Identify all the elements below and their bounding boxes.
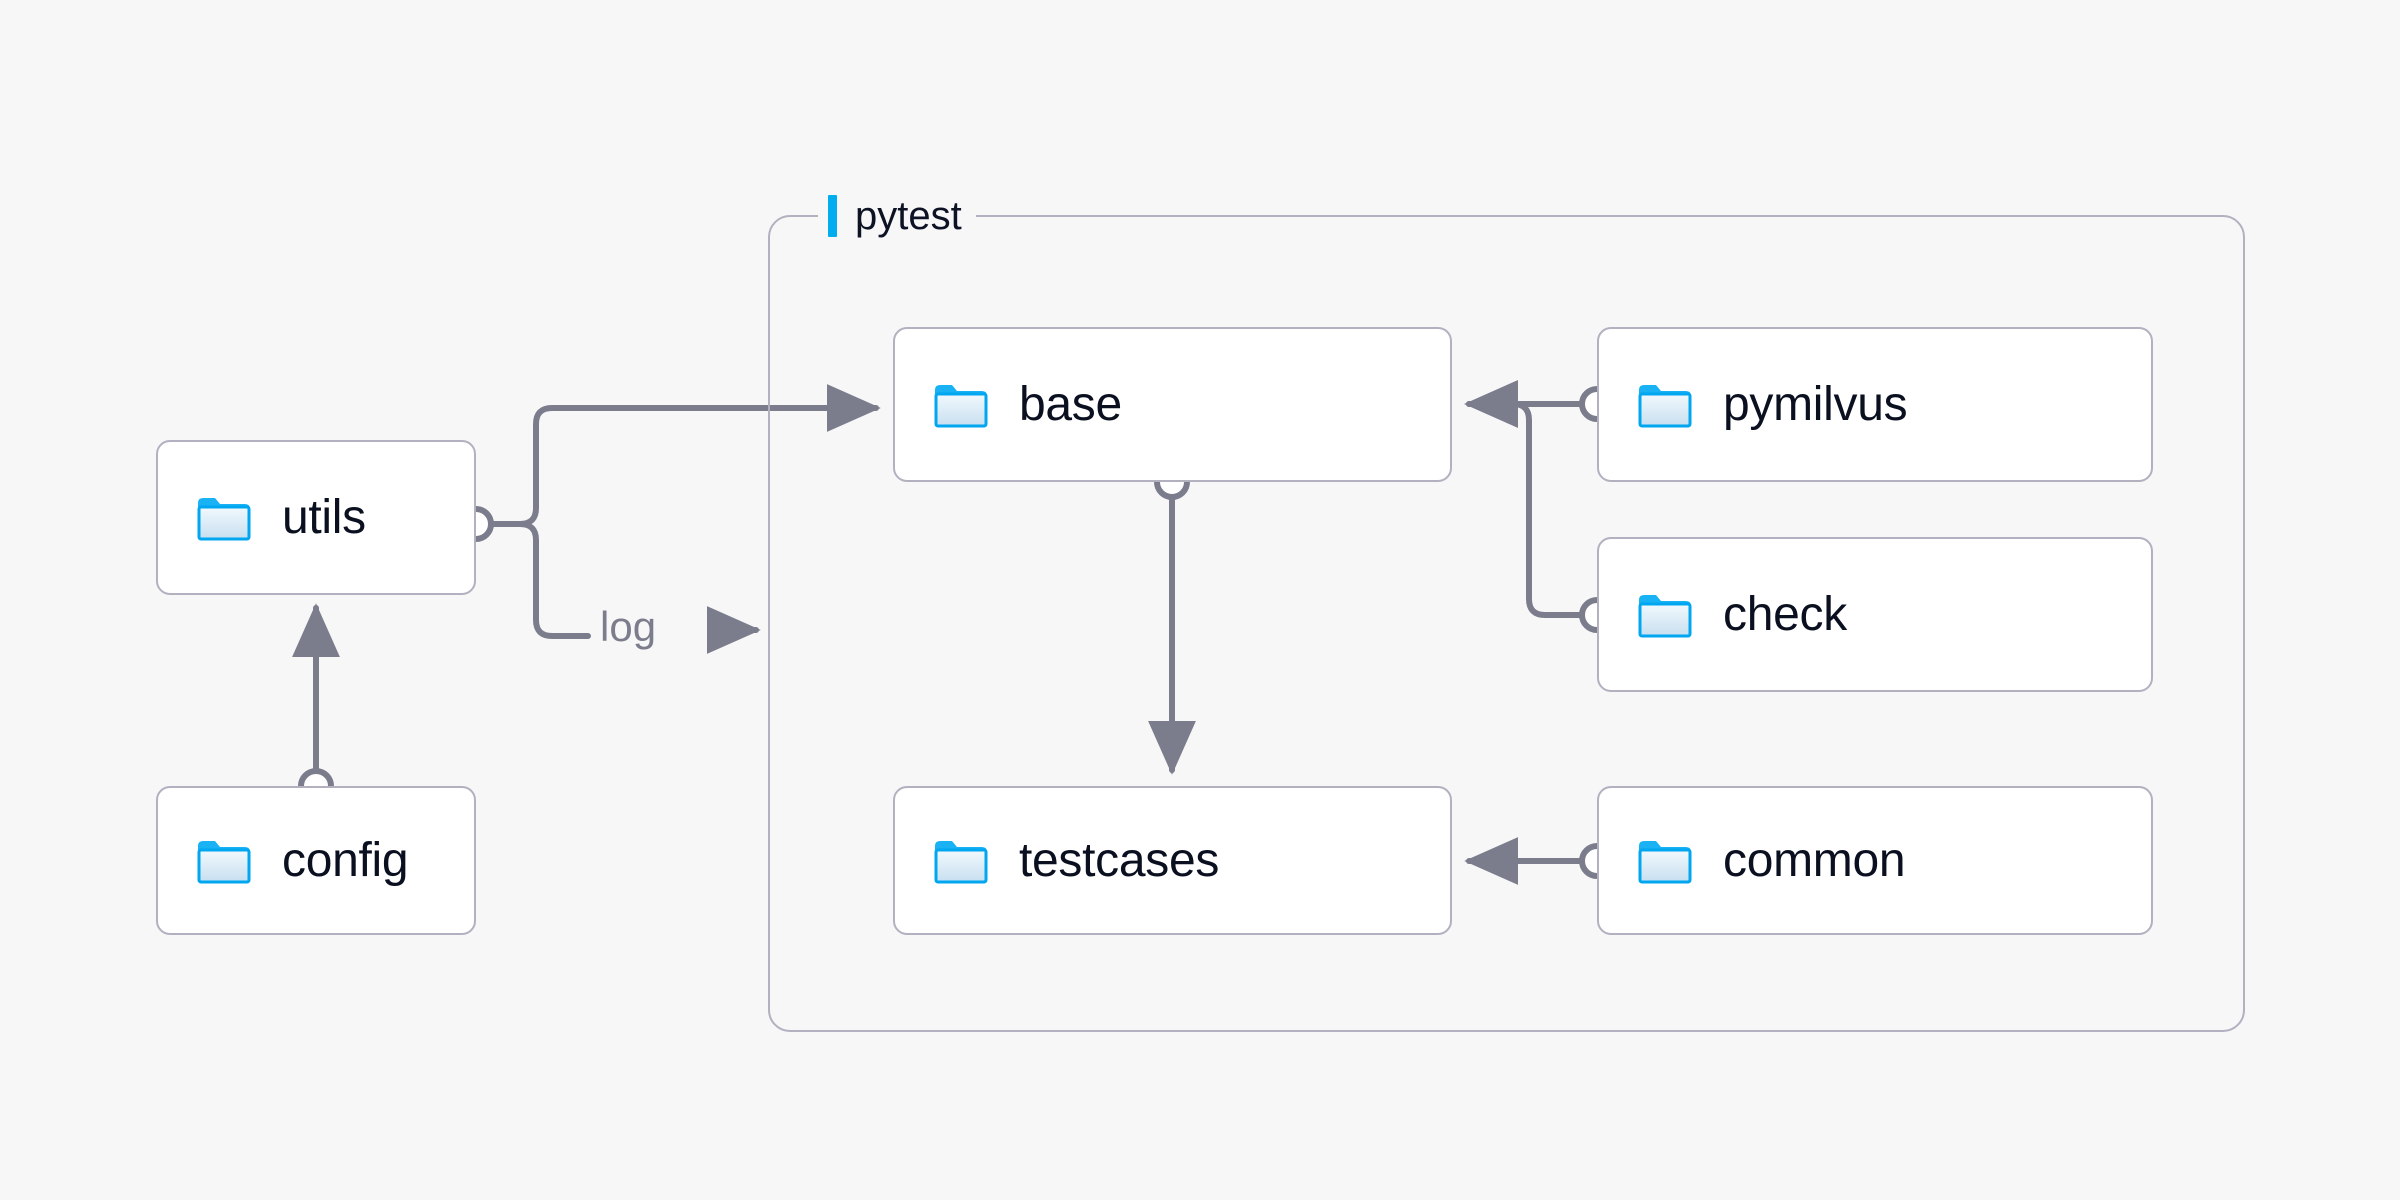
node-utils[interactable]: utils: [156, 440, 476, 595]
folder-icon: [1637, 381, 1693, 429]
node-utils-label: utils: [282, 490, 366, 544]
node-common[interactable]: common: [1597, 786, 2153, 935]
group-pytest-label: pytest: [818, 190, 976, 242]
accent-bar-icon: [828, 195, 837, 237]
node-check[interactable]: check: [1597, 537, 2153, 692]
node-testcases[interactable]: testcases: [893, 786, 1452, 935]
node-config[interactable]: config: [156, 786, 476, 935]
folder-icon: [196, 837, 252, 885]
node-common-label: common: [1723, 833, 1906, 887]
group-pytest[interactable]: [768, 215, 2245, 1032]
node-config-label: config: [282, 833, 409, 887]
folder-icon: [933, 381, 989, 429]
group-pytest-label-text: pytest: [855, 194, 962, 238]
node-pymilvus[interactable]: pymilvus: [1597, 327, 2153, 482]
folder-icon: [196, 494, 252, 542]
edge-label-log: log: [600, 603, 657, 650]
folder-icon: [1637, 837, 1693, 885]
folder-icon: [933, 837, 989, 885]
node-check-label: check: [1723, 587, 1847, 641]
node-pymilvus-label: pymilvus: [1723, 377, 1908, 431]
node-base-label: base: [1019, 377, 1122, 431]
node-base[interactable]: base: [893, 327, 1452, 482]
edge-utils-to-log: [489, 521, 591, 639]
node-testcases-label: testcases: [1019, 833, 1220, 887]
folder-icon: [1637, 591, 1693, 639]
